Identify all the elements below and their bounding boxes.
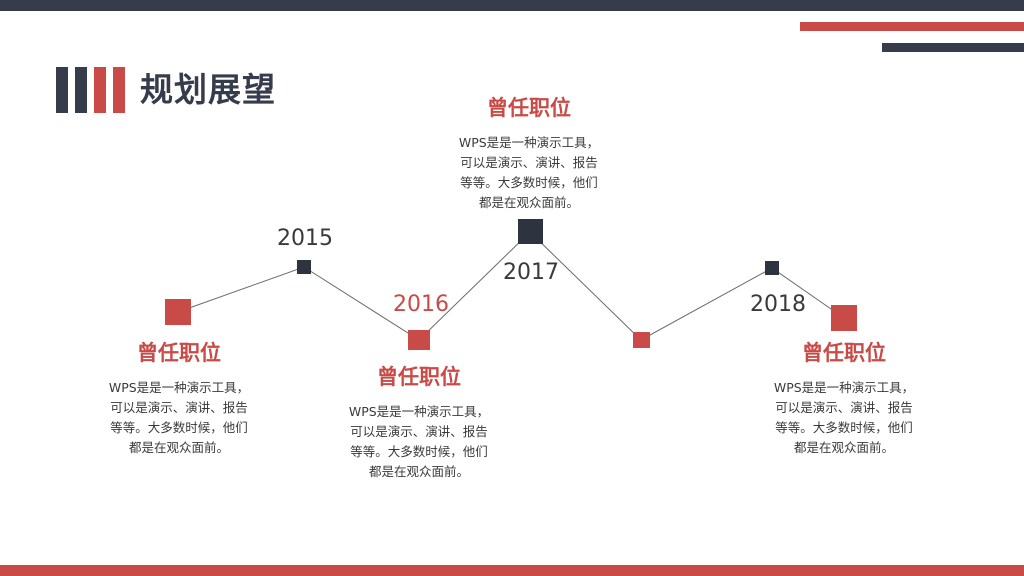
timeline-marker-2017 <box>518 219 543 244</box>
year-label-2016: 2016 <box>393 292 449 317</box>
timeline-marker-red-end <box>831 305 857 331</box>
decor-navy-stripe <box>882 43 1024 52</box>
timeline-marker-red-large <box>165 299 191 325</box>
page-title: 规划展望 <box>140 70 276 109</box>
card-title: 曾任职位 <box>137 341 221 365</box>
card-title: 曾任职位 <box>377 365 461 389</box>
timeline-marker-2015 <box>297 260 311 274</box>
timeline-marker-2016 <box>408 330 430 350</box>
decor-red-stripe <box>800 22 1024 31</box>
card-title: 曾任职位 <box>487 96 571 120</box>
year-label-2015: 2015 <box>277 226 333 251</box>
year-label-2018: 2018 <box>750 292 806 317</box>
bottom-banner-bar <box>0 565 1024 576</box>
card-description: WPS是是一种演示工具， 可以是演示、演讲、报告 等等。大多数时候，他们 都是在… <box>108 380 250 455</box>
card-description: WPS是是一种演示工具， 可以是演示、演讲、报告 等等。大多数时候，他们 都是在… <box>458 135 600 210</box>
position-card-2: 曾任职位 WPS是是一种演示工具， 可以是演示、演讲、报告 等等。大多数时候，他… <box>339 364 499 482</box>
timeline-marker-red-small <box>633 332 650 348</box>
position-card-3: 曾任职位 WPS是是一种演示工具， 可以是演示、演讲、报告 等等。大多数时候，他… <box>449 95 609 213</box>
top-banner-bar <box>0 0 1024 11</box>
card-description: WPS是是一种演示工具， 可以是演示、演讲、报告 等等。大多数时候，他们 都是在… <box>348 404 490 479</box>
timeline-marker-2018 <box>765 261 779 275</box>
card-description: WPS是是一种演示工具， 可以是演示、演讲、报告 等等。大多数时候，他们 都是在… <box>773 380 915 455</box>
position-card-1: 曾任职位 WPS是是一种演示工具， 可以是演示、演讲、报告 等等。大多数时候，他… <box>99 340 259 458</box>
card-title: 曾任职位 <box>802 341 886 365</box>
year-label-2017: 2017 <box>503 260 559 285</box>
position-card-4: 曾任职位 WPS是是一种演示工具， 可以是演示、演讲、报告 等等。大多数时候，他… <box>764 340 924 458</box>
